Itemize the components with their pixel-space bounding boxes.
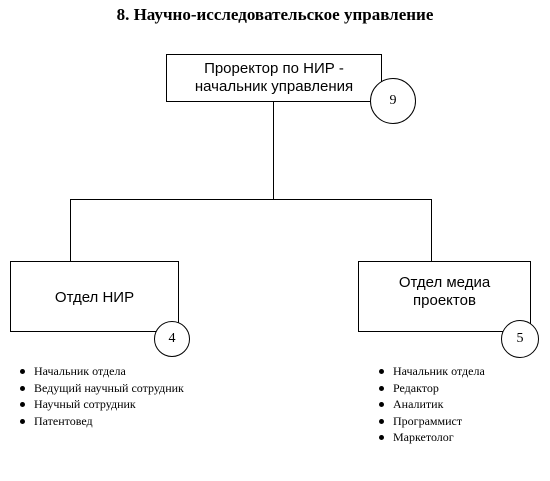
connector-media-down — [431, 199, 432, 261]
list-item: Аналитик — [378, 396, 485, 413]
media-staff-list: Начальник отдела Редактор Аналитик Прогр… — [378, 363, 485, 446]
head-label: Проректор по НИР - начальник управления — [194, 60, 354, 95]
list-item: Маркетолог — [378, 429, 485, 446]
nir-count-badge: 4 — [154, 321, 190, 357]
chart-title: 8. Научно-исследовательское управление — [116, 5, 434, 24]
list-item: Программист — [378, 413, 485, 430]
list-item: Начальник отдела — [378, 363, 485, 380]
nir-staff-list: Начальник отдела Ведущий научный сотрудн… — [19, 363, 184, 429]
head-box: Проректор по НИР - начальник управления — [166, 54, 382, 102]
connector-head-down — [273, 102, 274, 199]
list-item: Патентовед — [19, 413, 184, 430]
list-item: Редактор — [378, 380, 485, 397]
media-department-box: Отдел медиа проектов — [358, 261, 531, 332]
list-item: Ведущий научный сотрудник — [19, 380, 184, 397]
media-department-label: Отдел медиа проектов — [398, 273, 491, 309]
head-count-badge: 9 — [370, 78, 416, 124]
list-item: Научный сотрудник — [19, 396, 184, 413]
nir-department-label: Отдел НИР — [54, 288, 135, 306]
nir-department-box: Отдел НИР — [10, 261, 179, 332]
media-count-badge: 5 — [501, 320, 539, 358]
list-item: Начальник отдела — [19, 363, 184, 380]
connector-nir-down — [70, 199, 71, 261]
connector-horizontal — [70, 199, 432, 200]
